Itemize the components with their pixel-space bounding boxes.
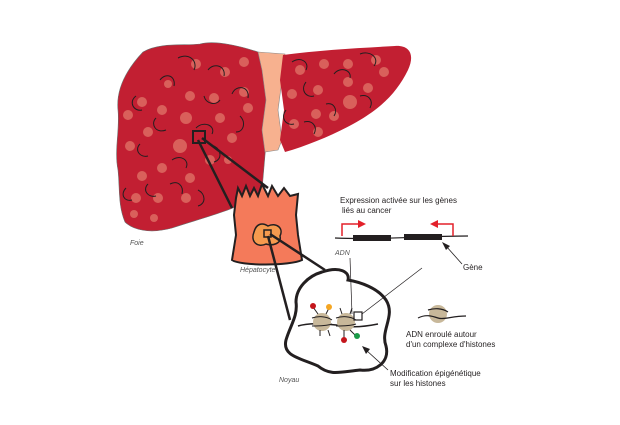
gene-pointer-arrowhead: [442, 242, 450, 250]
liver-label: Foie: [130, 240, 144, 247]
legend-dna-wrap: [417, 308, 467, 320]
nucleus-outline: [283, 268, 391, 374]
gene-block-2: [404, 234, 442, 240]
dna-zoom-box: [353, 311, 363, 321]
nucleosome-label-line2: d'un complexe d'histones: [406, 340, 495, 349]
dna-line: [334, 235, 469, 240]
hepatocyte: [230, 181, 304, 266]
liver-arcs: [122, 52, 377, 207]
zoom-line-liver-1: [196, 139, 234, 209]
gene-pointer-line: [445, 245, 463, 265]
pointer-line-gene: [361, 267, 423, 315]
nucleosome-label-line1: ADN enroulé autour: [406, 330, 477, 339]
nucleosome-1: [313, 313, 331, 331]
gene-diagram: Expression activée sur les gènes liés au…: [334, 196, 483, 272]
modification-pointer-line: [365, 349, 389, 371]
zoom-line-cell-2: [269, 232, 326, 272]
nucleus-label: Noyau: [279, 377, 299, 384]
hepatocyte-label: Hépatocyte: [240, 267, 276, 274]
promoter-arrowhead-right: [358, 220, 366, 228]
expression-label-line2: liés au cancer: [342, 206, 392, 215]
expression-label-line1: Expression activée sur les gènes: [340, 196, 457, 205]
epigenetic-mark-red-1: [310, 303, 316, 309]
zoom-line-cell-1: [266, 235, 292, 321]
promoter-arrow-left: [436, 223, 454, 236]
zoom-line-liver-2: [201, 137, 269, 189]
gene-label: Gène: [463, 263, 483, 272]
epigenetic-mark-orange: [326, 304, 332, 310]
pointer-line-adn: [349, 257, 353, 315]
promoter-arrowhead-left: [430, 220, 438, 228]
modification-label-line2: sur les histones: [390, 379, 446, 388]
hepatocyte-nucleus: [252, 223, 282, 246]
nucleosome-2: [337, 313, 355, 331]
promoter-arrow-right: [341, 223, 360, 236]
dna-label: ADN: [334, 250, 351, 257]
modification-label-line1: Modification épigénétique: [390, 369, 481, 378]
liver-spots: [123, 55, 389, 222]
hepatocyte-body: [230, 181, 304, 266]
modification-pointer-arrowhead: [362, 346, 370, 354]
legend-nucleosome: [429, 305, 447, 323]
nucleosome-1-wrap: [311, 316, 333, 327]
nucleus: [283, 268, 391, 374]
nucleosome-legend: ADN enroulé autour d'un complexe d'histo…: [406, 305, 495, 349]
epigenetic-mark-green: [354, 333, 360, 339]
epigenetic-mark-red-2: [341, 337, 347, 343]
gene-block-1: [353, 235, 391, 241]
